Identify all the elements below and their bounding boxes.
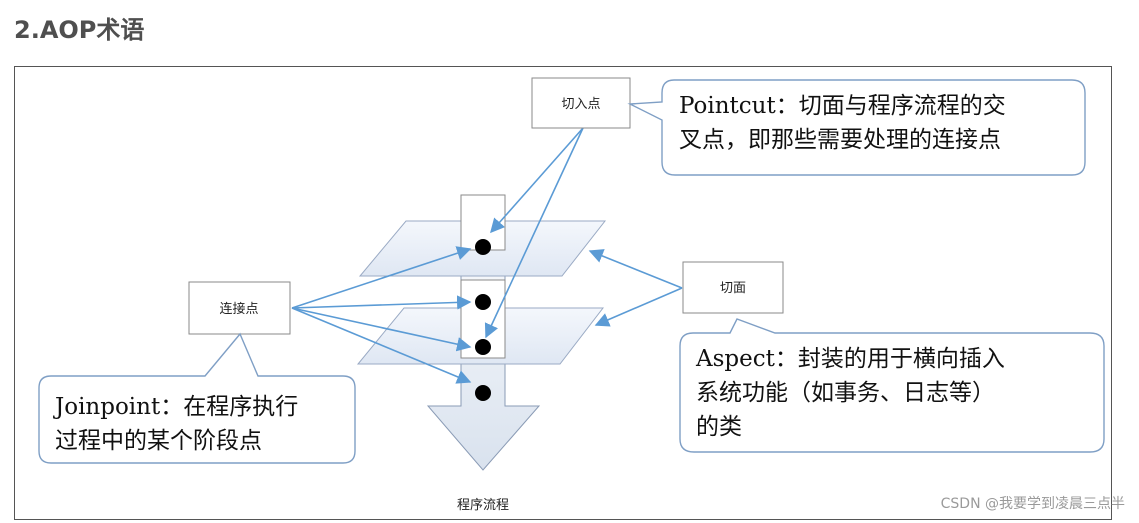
joinpoint-callout-line-1: Joinpoint：在程序执行 [53, 394, 298, 420]
pointcut-callout: Pointcut：切面与程序流程的交 叉点，即那些需要处理的连接点 [627, 79, 1086, 176]
pointcut-arrow [490, 127, 584, 234]
aspect-arrow [594, 287, 683, 327]
joinpoint-callout: Joinpoint：在程序执行 过程中的某个阶段点 [38, 332, 356, 464]
pointcut-arrow [484, 127, 584, 339]
aspect-box: 切面 [682, 261, 784, 314]
watermark: CSDN @我要学到凌晨三点半 [940, 496, 1125, 512]
joinpoint-arrow [291, 307, 472, 384]
joinpoint-box-label: 连接点 [219, 301, 258, 317]
joinpoint-box: 连接点 [188, 281, 291, 335]
page-title: 2.AOP术语 [14, 16, 145, 44]
aspect-arrow [588, 249, 683, 289]
join-point-dot [475, 385, 491, 401]
aspect-callout-line-1: Aspect：封装的用于横向插入 [695, 346, 1005, 372]
joinpoint-callout-line-2: 过程中的某个阶段点 [55, 428, 262, 454]
joinpoint-arrow [291, 307, 472, 352]
joinpoint-arrow [291, 295, 472, 310]
aspect-callout-line-3: 的类 [696, 414, 742, 440]
connector-arrows [291, 127, 683, 384]
pointcut-callout-line-1: Pointcut：切面与程序流程的交 [679, 93, 1006, 119]
join-point-dot [475, 294, 491, 310]
join-point-dot [475, 339, 491, 355]
aspect-callout-line-2: 系统功能（如事务、日志等） [696, 380, 995, 406]
aspect-box-label: 切面 [720, 281, 746, 296]
aspect-callout: Aspect：封装的用于横向插入 系统功能（如事务、日志等） 的类 [679, 318, 1105, 453]
pointcut-callout-line-2: 叉点，即那些需要处理的连接点 [679, 127, 1001, 153]
pointcut-box: 切入点 [531, 77, 631, 129]
pointcut-box-label: 切入点 [561, 97, 600, 112]
join-point-dot [475, 239, 491, 255]
flow-label: 程序流程 [457, 498, 509, 513]
joinpoint-arrow [291, 246, 472, 309]
